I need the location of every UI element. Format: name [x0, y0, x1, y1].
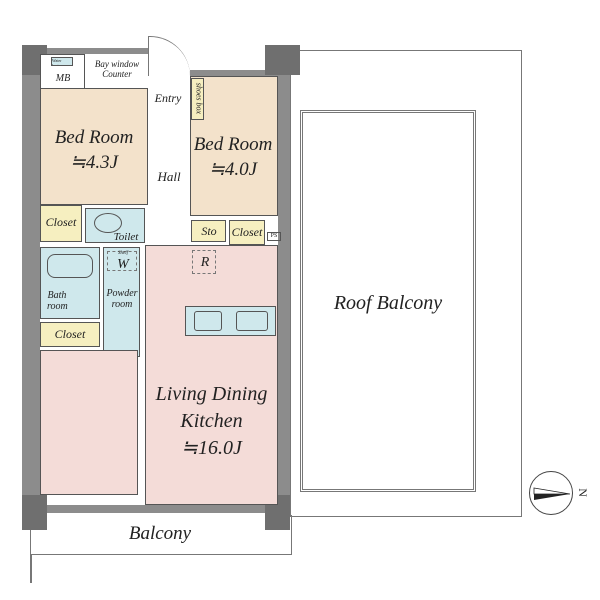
- closet-2: Closet: [229, 220, 265, 245]
- bay-window-label: Bay window Counter: [94, 59, 140, 79]
- mb-room: Water heater MB: [40, 54, 85, 90]
- washer-label: W: [117, 257, 129, 272]
- entry-door[interactable]: [148, 36, 190, 76]
- refrigerator-space: R: [192, 250, 216, 274]
- ps-label: PS: [267, 232, 281, 241]
- ldk-label-1: Living Dining: [155, 383, 268, 405]
- closet-3: Closet: [40, 322, 100, 347]
- shoes-box-label: shoes box: [194, 82, 204, 115]
- top-wall-2: [190, 70, 280, 76]
- bedroom-1: [40, 88, 148, 205]
- powder-label: Powder room: [106, 288, 138, 310]
- powder-room: Shelf W Powder room: [103, 247, 140, 357]
- washer-space: Shelf W: [107, 251, 137, 272]
- bedroom-2-label: Bed Room: [193, 134, 273, 155]
- left-wall: [22, 45, 40, 520]
- sink-icon: [194, 311, 222, 331]
- bathtub-icon: [47, 254, 93, 278]
- entry-label: Entry: [154, 91, 182, 105]
- ldk-size: ≒16.0J: [181, 437, 242, 459]
- closet-2-label: Closet: [231, 225, 263, 239]
- bedroom-1-label: Bed Room: [54, 127, 134, 148]
- refrigerator-label: R: [200, 255, 210, 270]
- bedroom-2-size: ≒4.0J: [208, 159, 258, 180]
- western-room: [40, 350, 138, 495]
- toilet-icon: [94, 213, 122, 233]
- compass: [529, 471, 573, 515]
- toilet-label: Toilet: [113, 231, 139, 243]
- closet-1-label: Closet: [45, 215, 77, 229]
- ldk-room: [145, 245, 278, 505]
- balcony-edge: [30, 555, 32, 583]
- toilet-room: Toilet: [85, 208, 145, 243]
- kitchen-counter: [185, 306, 276, 336]
- balcony-area: [30, 515, 292, 555]
- right-wall: [278, 45, 290, 530]
- closet-1: Closet: [40, 205, 82, 242]
- roof-balcony-area: [300, 110, 476, 492]
- compass-arrow-icon: [533, 487, 571, 500]
- pillar: [22, 495, 47, 530]
- shoes-box: shoes box: [191, 78, 204, 120]
- hall-label: Hall: [157, 169, 181, 184]
- water-heater: Water heater: [51, 57, 73, 66]
- bath-label: Bath room: [47, 290, 68, 312]
- bath-room: Bath room: [40, 247, 100, 319]
- compass-north-label: N: [575, 488, 590, 497]
- storage-label: Sto: [201, 224, 217, 238]
- top-wall: [40, 48, 148, 54]
- bottom-wall: [40, 505, 280, 513]
- ldk-label-2: Kitchen: [180, 410, 243, 432]
- roof-balcony-label: Roof Balcony: [333, 292, 443, 314]
- storage: Sto: [191, 220, 226, 242]
- closet-3-label: Closet: [54, 327, 86, 341]
- shelf-label: Shelf: [118, 251, 128, 256]
- mb-label: MB: [55, 73, 71, 84]
- bedroom-1-size: ≒4.3J: [69, 152, 119, 173]
- balcony-label: Balcony: [128, 523, 192, 544]
- roof-balcony-outline: [290, 50, 522, 517]
- stove-icon: [236, 311, 268, 331]
- bedroom-2: [190, 76, 278, 216]
- pillar: [265, 45, 300, 75]
